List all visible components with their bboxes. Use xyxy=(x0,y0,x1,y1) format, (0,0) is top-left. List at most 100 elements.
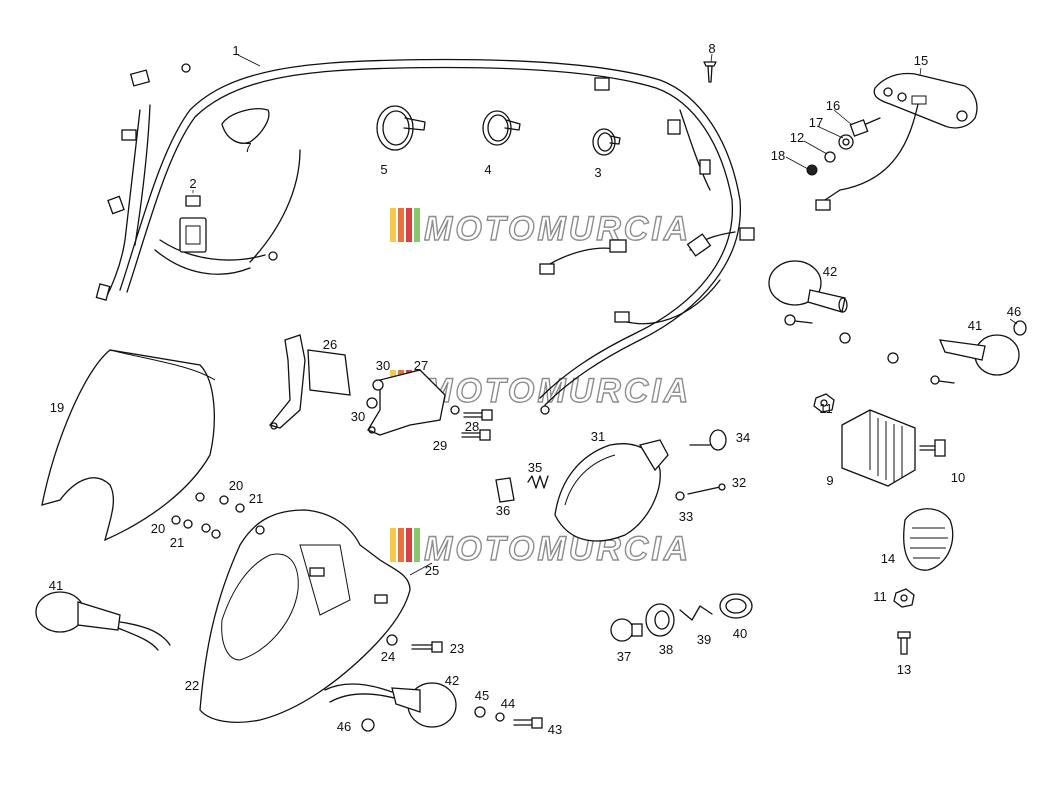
callout-23: 23 xyxy=(450,641,464,656)
callout-39: 39 xyxy=(697,632,711,647)
callout-43: 43 xyxy=(548,722,562,737)
callout-28: 28 xyxy=(465,419,479,434)
callout-10: 10 xyxy=(951,470,965,485)
cable-clamp-4 xyxy=(482,110,521,146)
cable-clamp-3 xyxy=(592,128,621,156)
callout-36: 36 xyxy=(496,503,510,518)
windscreen xyxy=(41,349,216,542)
callout-30b: 30 xyxy=(351,409,365,424)
washer-29 xyxy=(450,405,460,415)
spring-39 xyxy=(679,605,713,621)
callout-40: 40 xyxy=(733,626,747,641)
bulb-46-left xyxy=(361,718,375,732)
front-indicator-left xyxy=(35,591,171,651)
callout-25: 25 xyxy=(425,563,439,578)
callout-41b: 41 xyxy=(968,318,982,333)
rear-indicator-left xyxy=(938,334,1020,376)
callout-45: 45 xyxy=(475,688,489,703)
headlight-bracket xyxy=(268,334,351,430)
callout-24: 24 xyxy=(381,649,395,664)
washer-44 xyxy=(495,712,505,722)
bulb-46-right xyxy=(1013,320,1027,336)
bulb-37 xyxy=(610,618,643,642)
callout-21a: 21 xyxy=(249,491,263,506)
rubber-boot xyxy=(221,108,270,144)
callout-15: 15 xyxy=(914,53,928,68)
tail-light xyxy=(815,72,978,211)
washer-12 xyxy=(824,151,836,163)
screw-28-bottom xyxy=(461,429,491,441)
callout-42a: 42 xyxy=(823,264,837,279)
callout-20a: 20 xyxy=(229,478,243,493)
callout-34: 34 xyxy=(736,430,750,445)
callout-3: 3 xyxy=(594,165,601,180)
watermark-text: MOTOMURCIA xyxy=(424,210,691,248)
callout-11a: 11 xyxy=(819,401,833,416)
callout-2: 2 xyxy=(189,176,196,191)
callout-11b: 11 xyxy=(873,589,887,604)
spring-35 xyxy=(527,475,549,489)
mounting-bracket xyxy=(367,369,446,436)
headlight xyxy=(554,439,669,542)
wiring-harness xyxy=(95,58,755,415)
cable-clamp-5 xyxy=(376,105,426,151)
callout-46b: 46 xyxy=(1007,304,1021,319)
callout-44: 44 xyxy=(501,696,515,711)
voltage-regulator xyxy=(841,409,916,487)
watermark-bottom: MOTOMURCIA xyxy=(390,528,689,569)
horn xyxy=(903,508,954,571)
nut-small xyxy=(887,352,899,364)
front-indicator-right xyxy=(324,682,457,728)
nut-24 xyxy=(386,634,398,646)
screw-28-top xyxy=(463,409,493,421)
callout-17: 17 xyxy=(809,115,823,130)
adjuster-34 xyxy=(689,429,727,451)
callout-35: 35 xyxy=(528,460,542,475)
watermark-middle: MOTOMURCIA xyxy=(390,370,691,411)
callout-21b: 21 xyxy=(170,535,184,550)
callout-32: 32 xyxy=(732,475,746,490)
callout-13: 13 xyxy=(897,662,911,677)
callout-46a: 46 xyxy=(337,719,351,734)
callout-33: 33 xyxy=(679,509,693,524)
bulb-holder-16 xyxy=(849,117,881,137)
watermark-text: MOTOMURCIA xyxy=(424,372,691,410)
callout-22: 22 xyxy=(185,678,199,693)
bolt-10 xyxy=(919,439,946,457)
rubber-cap-40 xyxy=(719,593,753,619)
callout-26: 26 xyxy=(323,337,337,352)
callout-18: 18 xyxy=(771,148,785,163)
callout-labels: 1 2 3 4 5 7 8 9 10 11 11 12 13 14 15 16 … xyxy=(49,41,1021,737)
bulb-holder-38 xyxy=(645,603,675,637)
nut-30-bottom xyxy=(366,397,378,409)
callout-16: 16 xyxy=(826,98,840,113)
callout-37: 37 xyxy=(617,649,631,664)
nut-18 xyxy=(806,164,818,176)
spacer-17 xyxy=(838,134,854,150)
nut-45 xyxy=(474,706,486,718)
callout-4: 4 xyxy=(484,162,491,177)
watermark-top: MOTOMURCIA xyxy=(390,208,691,249)
callout-30a: 30 xyxy=(376,358,390,373)
washers-lower xyxy=(171,515,221,539)
washer-33 xyxy=(675,491,685,501)
screw-32 xyxy=(687,483,726,495)
callout-42b: 42 xyxy=(445,673,459,688)
washers-upper xyxy=(195,492,245,513)
callout-5: 5 xyxy=(380,162,387,177)
screw-23 xyxy=(411,641,443,653)
clip-36 xyxy=(495,477,515,503)
callout-9: 9 xyxy=(826,473,833,488)
screw-43 xyxy=(513,717,543,729)
screw-small xyxy=(930,375,955,385)
rear-indicator-right xyxy=(768,260,848,313)
nut-small xyxy=(839,332,851,344)
relay xyxy=(179,190,207,253)
callout-29: 29 xyxy=(433,438,447,453)
callout-7: 7 xyxy=(244,140,251,155)
callout-38: 38 xyxy=(659,642,673,657)
nut-30-top xyxy=(372,379,384,391)
callout-14: 14 xyxy=(881,551,895,566)
nut-11-top xyxy=(813,393,835,413)
